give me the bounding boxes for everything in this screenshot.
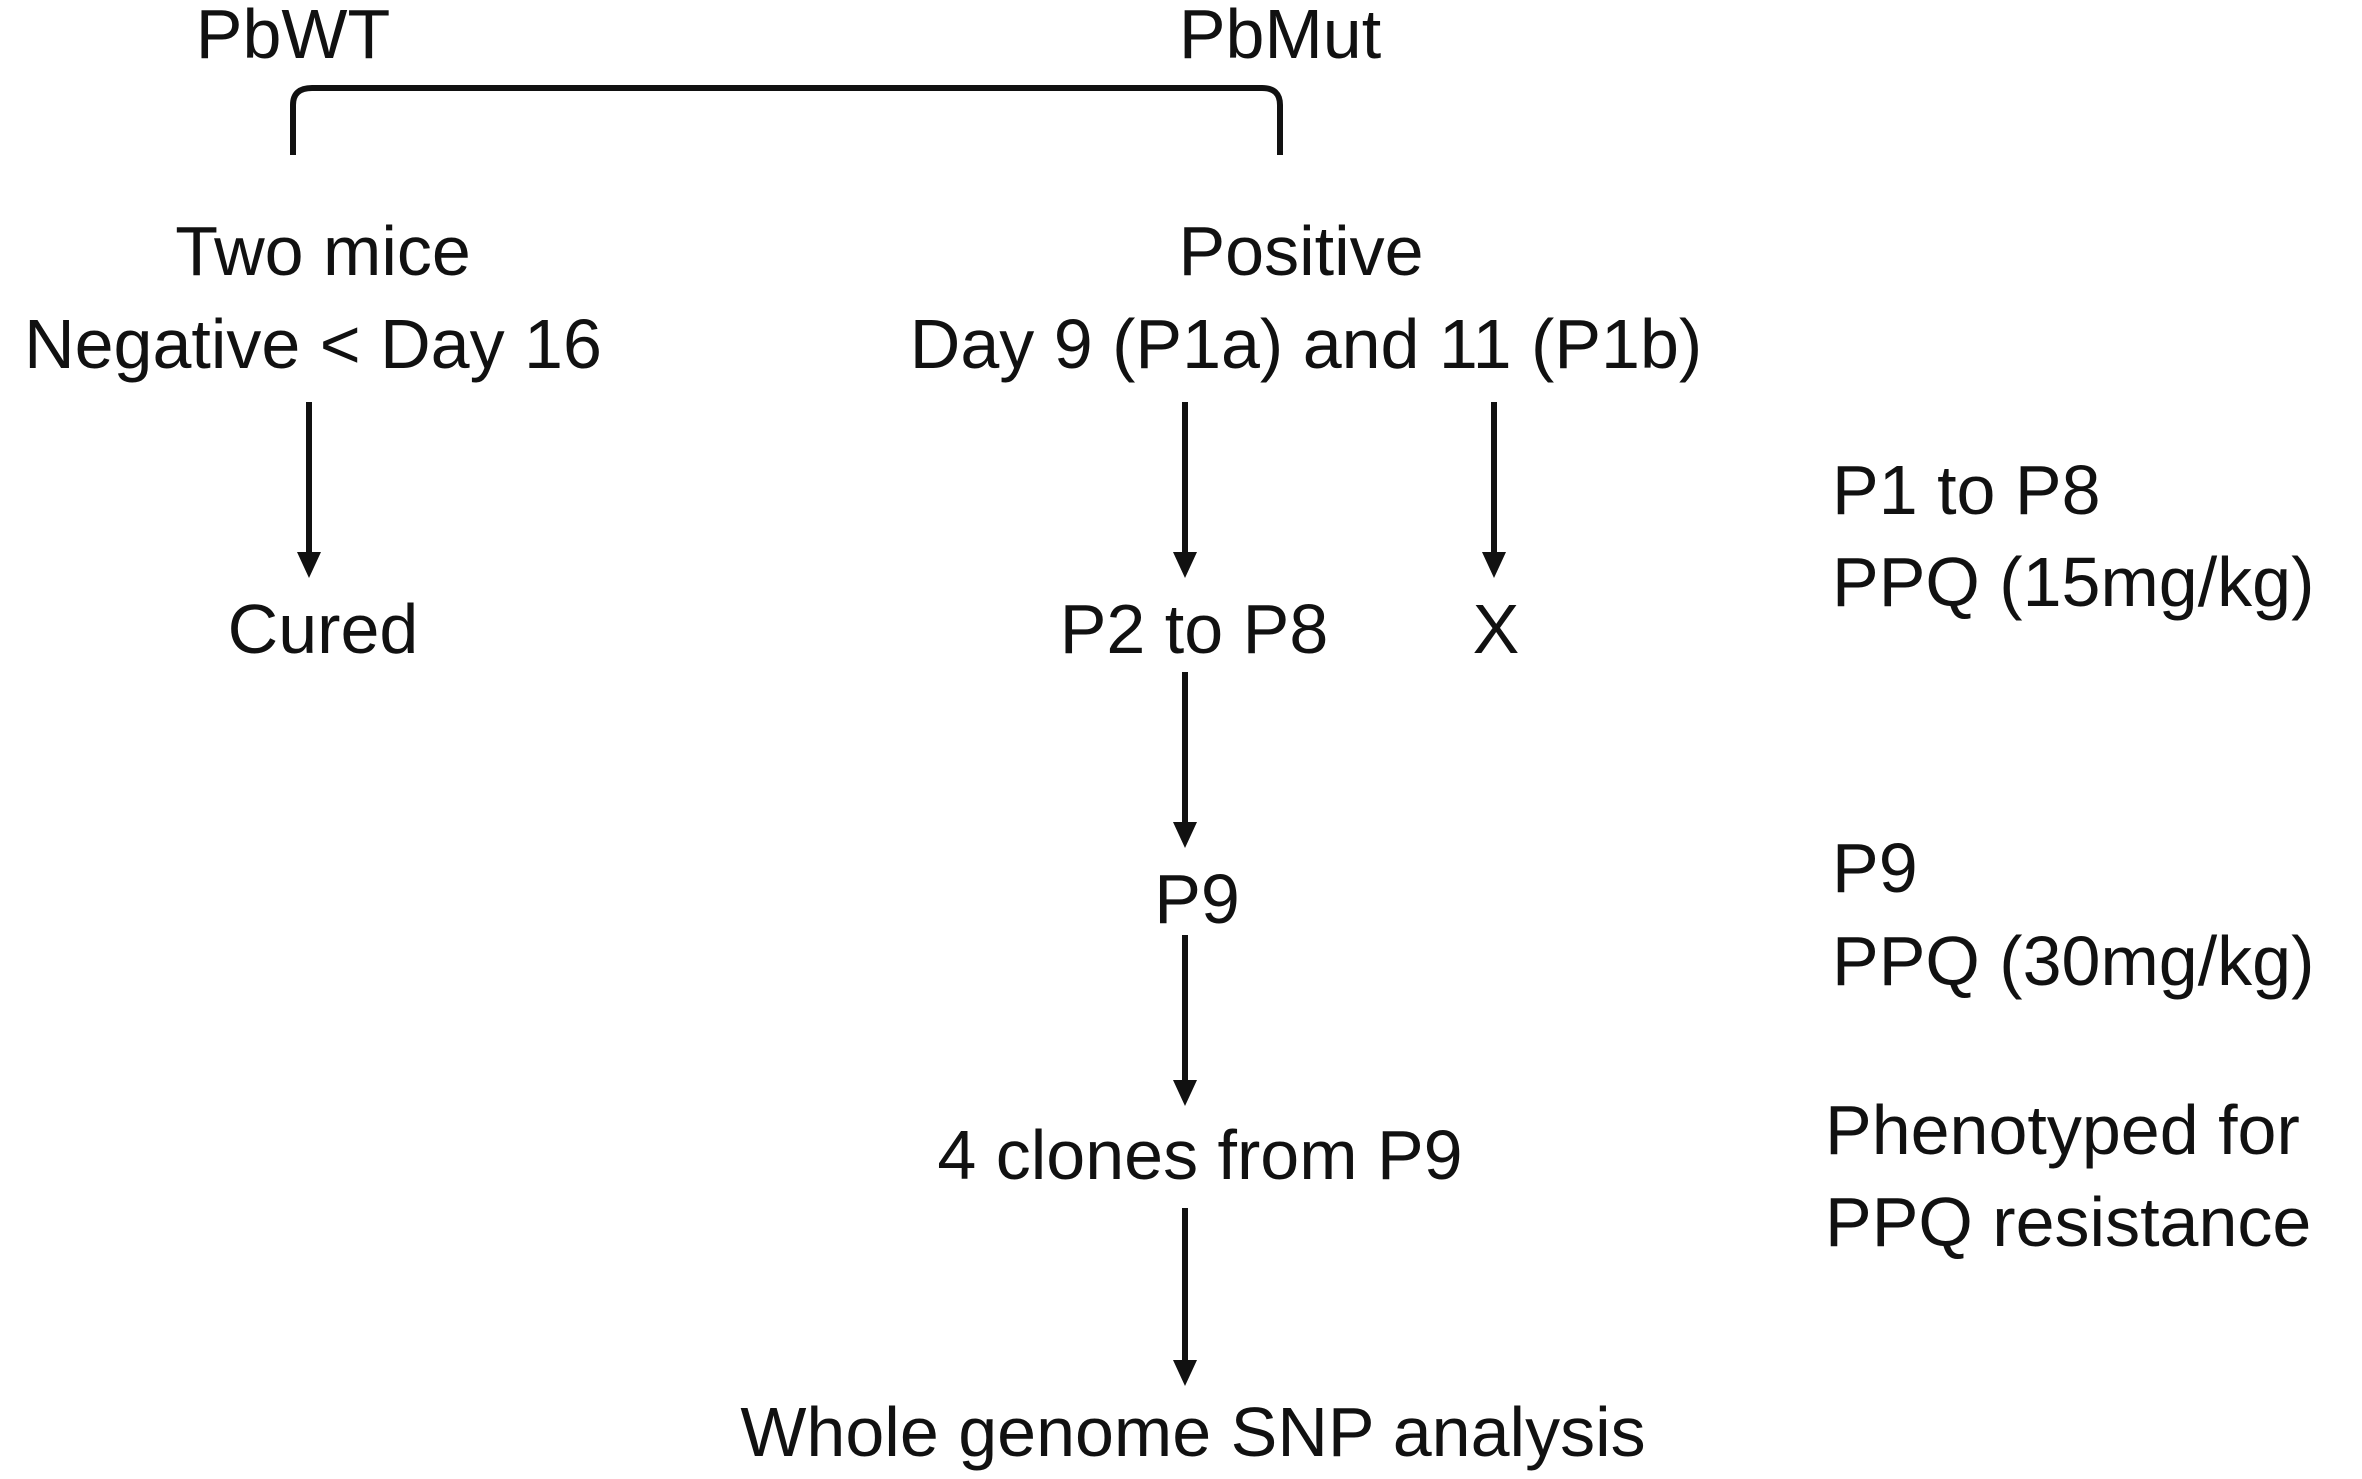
strain-label-mut: PbMut: [1178, 0, 1382, 73]
node-negative-day16: Negative < Day 16: [24, 305, 602, 383]
note-p1-p8-dose: PPQ (15mg/kg): [1832, 543, 2315, 621]
arrow-to-p2-p8: [1173, 402, 1197, 578]
node-x-terminated: X: [1472, 590, 1520, 668]
node-two-mice: Two mice: [175, 212, 471, 290]
node-positive-days: Day 9 (P1a) and 11 (P1b): [909, 305, 1703, 383]
note-phenotyped-line2: PPQ resistance: [1825, 1183, 2312, 1261]
arrow-to-cured: [297, 402, 321, 578]
arrow-to-p9: [1173, 672, 1197, 848]
node-p2-to-p8: P2 to P8: [1059, 590, 1329, 668]
arrow-to-snp: [1173, 1208, 1197, 1386]
strain-label-wt: PbWT: [195, 0, 391, 73]
arrow-to-x: [1482, 402, 1506, 578]
note-p1-p8-range: P1 to P8: [1832, 451, 2101, 529]
note-phenotyped-line1: Phenotyped for: [1825, 1091, 2300, 1169]
node-snp-analysis: Whole genome SNP analysis: [740, 1393, 1646, 1471]
node-positive: Positive: [1178, 212, 1424, 290]
node-clones: 4 clones from P9: [937, 1116, 1463, 1194]
note-p9-dose: PPQ (30mg/kg): [1832, 922, 2315, 1000]
node-p9: P9: [1154, 860, 1240, 938]
strain-bracket: [290, 85, 1283, 155]
arrow-to-clones: [1173, 935, 1197, 1106]
node-cured: Cured: [227, 590, 419, 668]
note-p9-label: P9: [1832, 829, 1918, 907]
